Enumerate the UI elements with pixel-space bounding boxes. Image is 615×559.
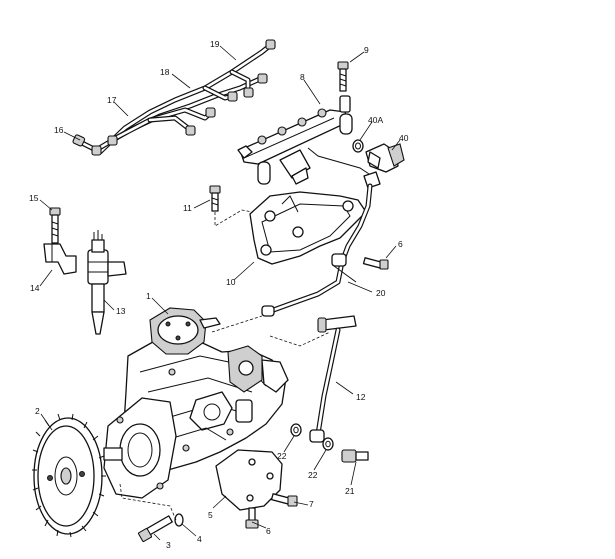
callout-17: 17	[107, 95, 117, 105]
callout-10: 10	[226, 277, 236, 287]
callout-15: 15	[29, 193, 39, 203]
clamp-bolt	[49, 207, 61, 244]
rail-tube-fitting	[363, 171, 381, 189]
callout-22-left: 22	[277, 451, 287, 461]
callout-14: 14	[30, 283, 40, 293]
gear-bolt	[137, 515, 173, 543]
pump-gear	[32, 413, 106, 538]
rail-fittings	[257, 113, 373, 185]
fuel-injector	[87, 230, 127, 335]
callout-22-right: 22	[308, 470, 318, 480]
callout-labels: 1 2 3 4 5 6 6 7 8 9 10 11 12 13 14 15 16…	[29, 39, 409, 550]
callout-4: 4	[197, 534, 202, 544]
plate-bolt-lower	[245, 507, 259, 529]
seal-washer-lower	[322, 437, 334, 451]
banjo-bolt	[341, 449, 369, 463]
callout-7: 7	[309, 499, 314, 509]
callout-5: 5	[208, 510, 213, 520]
washer	[174, 513, 184, 527]
assembly-leaders	[119, 315, 331, 521]
callout-19: 19	[210, 39, 220, 49]
callout-18: 18	[160, 67, 170, 77]
cover-plate	[215, 449, 283, 511]
callout-12: 12	[356, 392, 366, 402]
callout-20: 20	[376, 288, 386, 298]
bracket-bolt	[209, 185, 253, 227]
callout-16: 16	[54, 125, 64, 135]
mounting-bracket	[249, 191, 367, 265]
callout-40: 40	[399, 133, 409, 143]
callout-1: 1	[146, 291, 151, 301]
support-rod	[309, 315, 357, 443]
callout-2: 2	[35, 406, 40, 416]
rail-bolt	[337, 61, 349, 92]
callout-6-upper: 6	[398, 239, 403, 249]
callout-21: 21	[345, 486, 355, 496]
clip-bolt	[362, 257, 389, 270]
injection-lines	[72, 39, 276, 156]
pump-flange	[103, 397, 177, 499]
callout-40a: 40A	[368, 115, 383, 125]
sensor-seal	[352, 139, 364, 153]
plate-bolt-side	[270, 493, 298, 507]
seal-washer-upper	[290, 423, 302, 437]
callout-11: 11	[183, 203, 192, 213]
callout-9: 9	[364, 45, 369, 55]
callout-leaders	[39, 45, 401, 541]
pressure-sensor	[365, 143, 405, 173]
callout-3: 3	[166, 540, 171, 550]
callout-8: 8	[300, 72, 305, 82]
callout-6-lower: 6	[266, 526, 271, 536]
callout-13: 13	[116, 306, 126, 316]
fuel-supply-line	[261, 183, 373, 317]
injector-clamp	[43, 243, 77, 275]
